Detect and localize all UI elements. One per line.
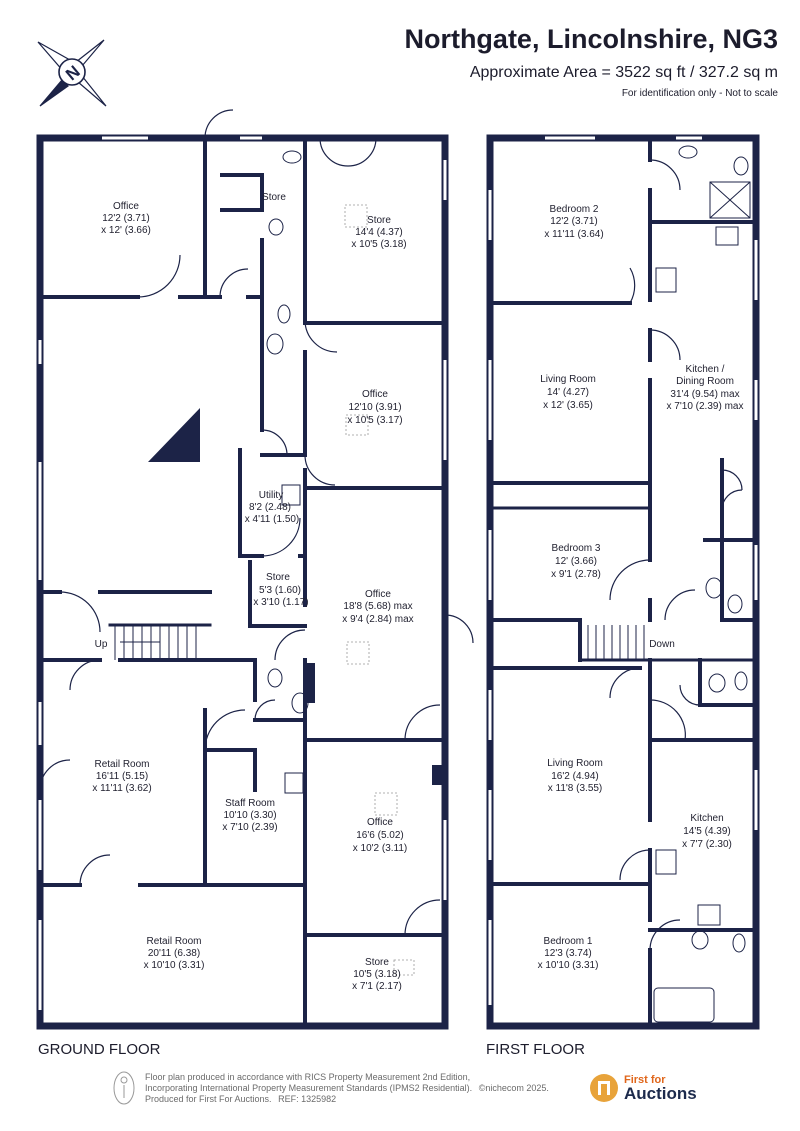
room-dimension: 8'2 (2.48) bbox=[249, 502, 291, 513]
plan-title: Northgate, Lincolnshire, NG3 bbox=[404, 24, 778, 54]
brand-name-line1: First for bbox=[624, 1074, 666, 1086]
footer-line: Produced for First For Auctions. REF: 13… bbox=[145, 1094, 505, 1105]
room-name: Kitchen / bbox=[686, 364, 725, 375]
room-dimension: 16'6 (5.02) bbox=[356, 830, 404, 841]
ground-floor-doors bbox=[39, 109, 474, 936]
info-person-icon bbox=[113, 1071, 135, 1105]
first-for-auctions-logo-icon bbox=[590, 1074, 618, 1102]
room-dimension: x 10'5 (3.17) bbox=[347, 415, 402, 426]
ground-floor-room-labels: Office 12'2 (3.71) x 12' (3.66) Store St… bbox=[92, 192, 413, 992]
pillar bbox=[305, 663, 315, 703]
ground-floor-skylights bbox=[344, 204, 415, 976]
stair-void bbox=[148, 408, 200, 462]
footer-line: Incorporating International Property Mea… bbox=[145, 1083, 549, 1094]
room-dimension: 12'3 (3.74) bbox=[544, 948, 592, 959]
ground-floor-stairs bbox=[114, 625, 197, 660]
room-dimension: 14'4 (4.37) bbox=[355, 227, 403, 238]
room-dimension: x 12' (3.65) bbox=[543, 400, 593, 411]
room-dimension: x 7'7 (2.30) bbox=[682, 839, 732, 850]
first-floor-room-labels: Bedroom 2 12'2 (3.71) x 11'11 (3.64) Liv… bbox=[538, 204, 744, 971]
chimney-breast bbox=[432, 765, 445, 785]
room-dimension: 10'10 (3.30) bbox=[223, 810, 276, 821]
room-dimension: x 11'8 (3.55) bbox=[548, 783, 603, 794]
room-name: Office bbox=[365, 589, 391, 600]
room-name: Kitchen bbox=[690, 813, 723, 824]
compass-icon: N bbox=[37, 39, 107, 107]
room-dimension: 12'2 (3.71) bbox=[550, 216, 598, 227]
room-name: Bedroom 1 bbox=[544, 936, 593, 947]
first-floor-windows bbox=[488, 136, 758, 1005]
room-name: Living Room bbox=[547, 758, 603, 769]
room-name: Store bbox=[365, 957, 389, 968]
footer-line: Floor plan produced in accordance with R… bbox=[145, 1072, 471, 1082]
room-dimension: 14' (4.27) bbox=[547, 387, 589, 398]
room-name: Retail Room bbox=[94, 759, 149, 770]
room-dimension: 14'5 (4.39) bbox=[683, 826, 731, 837]
room-dimension: x 11'11 (3.62) bbox=[92, 783, 151, 794]
room-dimension: 16'2 (4.94) bbox=[551, 771, 599, 782]
room-name: Retail Room bbox=[146, 936, 201, 947]
room-dimension: 12'2 (3.71) bbox=[102, 213, 150, 224]
first-floor-fixtures bbox=[653, 145, 751, 1023]
room-dimension: x 4'11 (1.50) bbox=[245, 514, 300, 525]
room-name: Store bbox=[266, 572, 290, 583]
room-dimension: x 10'2 (3.11) bbox=[353, 843, 408, 854]
room-dimension: 5'3 (1.60) bbox=[259, 585, 301, 596]
scale-note: For identification only - Not to scale bbox=[621, 88, 778, 99]
stairs-down-label: Down bbox=[649, 639, 675, 650]
room-name: Store bbox=[367, 215, 391, 226]
room-dimension: x 10'10 (3.31) bbox=[144, 960, 205, 971]
room-dimension: x 9'1 (2.78) bbox=[551, 569, 601, 580]
room-name: Office bbox=[367, 817, 393, 828]
room-dimension: x 7'10 (2.39) max bbox=[667, 401, 744, 412]
room-dimension: 12' (3.66) bbox=[555, 556, 597, 567]
room-dimension: x 7'10 (2.39) bbox=[222, 822, 277, 833]
footer-ref: REF: 1325982 bbox=[278, 1094, 337, 1104]
room-dimension: x 3'10 (1.17) bbox=[253, 597, 308, 608]
ground-floor-label: GROUND FLOOR bbox=[38, 1041, 161, 1058]
room-dimension: 20'11 (6.38) bbox=[148, 948, 200, 959]
room-dimension: 31'4 (9.54) max bbox=[670, 389, 739, 400]
room-dimension: x 10'10 (3.31) bbox=[538, 960, 599, 971]
first-floor-label: FIRST FLOOR bbox=[486, 1041, 585, 1058]
room-dimension: 16'11 (5.15) bbox=[96, 771, 148, 782]
room-name: Office bbox=[362, 389, 388, 400]
first-floor-doors bbox=[609, 159, 743, 951]
room-name: Bedroom 3 bbox=[552, 543, 601, 554]
ground-floor-walls bbox=[36, 134, 449, 1030]
footer-line-text: Produced for First For Auctions. bbox=[145, 1094, 272, 1104]
room-name: Bedroom 2 bbox=[550, 204, 599, 215]
room-dimension: 10'5 (3.18) bbox=[353, 969, 401, 980]
footer-copyright: ©nichecom 2025. bbox=[478, 1083, 549, 1093]
ground-floor-windows bbox=[38, 136, 447, 1010]
room-name: Dining Room bbox=[676, 376, 734, 387]
room-name: Utility bbox=[259, 490, 283, 501]
room-dimension: 12'10 (3.91) bbox=[348, 402, 401, 413]
brand-name-line2: Auctions bbox=[624, 1084, 697, 1103]
room-name: Living Room bbox=[540, 374, 596, 385]
ground-floor-fixtures bbox=[266, 150, 309, 794]
room-dimension: x 9'4 (2.84) max bbox=[342, 614, 413, 625]
footer-disclaimer: Floor plan produced in accordance with R… bbox=[145, 1072, 549, 1105]
room-name: Office bbox=[113, 201, 139, 212]
first-floor-walls bbox=[486, 134, 760, 1030]
room-name: Staff Room bbox=[225, 798, 275, 809]
room-name: Store bbox=[262, 192, 286, 203]
footer-line-text: Incorporating International Property Mea… bbox=[145, 1083, 473, 1093]
room-dimension: x 7'1 (2.17) bbox=[352, 981, 402, 992]
approximate-area: Approximate Area = 3522 sq ft / 327.2 sq… bbox=[469, 64, 778, 81]
first-floor-stairs bbox=[587, 625, 645, 660]
room-dimension: x 10'5 (3.18) bbox=[351, 239, 406, 250]
stairs-up-label: Up bbox=[95, 639, 108, 650]
room-dimension: 18'8 (5.68) max bbox=[343, 601, 412, 612]
room-dimension: x 11'11 (3.64) bbox=[544, 229, 603, 240]
room-dimension: x 12' (3.66) bbox=[101, 225, 151, 236]
